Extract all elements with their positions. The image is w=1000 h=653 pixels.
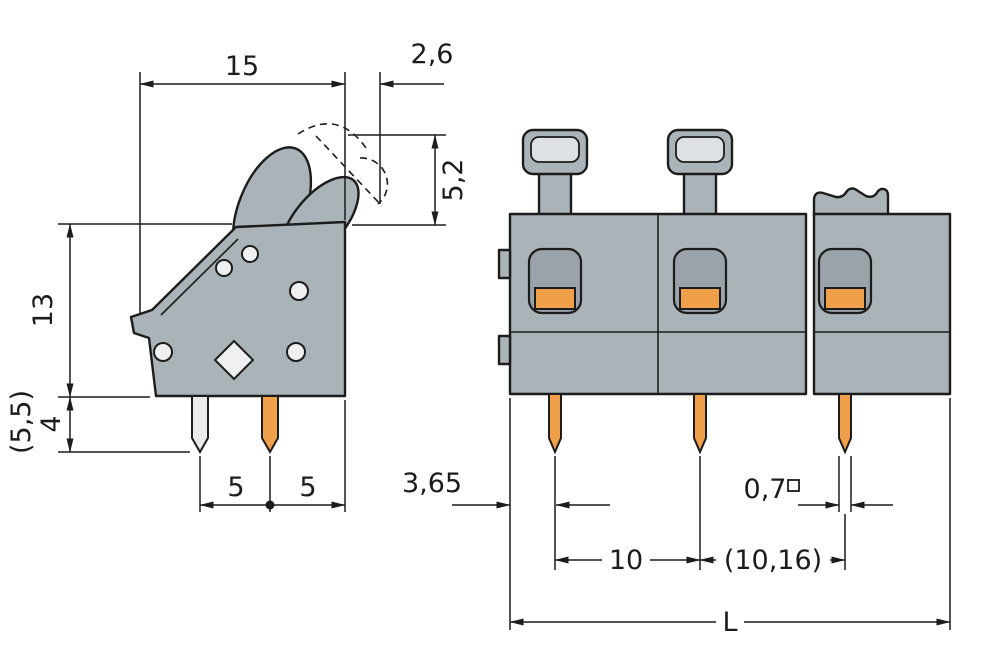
- side-view: [129, 122, 389, 455]
- pusher-2: [679, 287, 721, 310]
- dim-label-edge-offset: 3,65: [402, 468, 462, 499]
- pivot-hole-left: [215, 259, 233, 277]
- chain-dimension-dot: [265, 500, 275, 510]
- dim-label-pitch: 10: [609, 545, 643, 576]
- dim-label-pitch-alt: (10,16): [724, 545, 822, 576]
- solder-pin-front-3: [838, 393, 852, 455]
- lever-open-position-dashed-line: [315, 135, 383, 207]
- pivot-hole-right: [241, 245, 259, 263]
- dim-label-pitch-left: 5: [227, 472, 244, 503]
- push-button-cap-inner-2: [675, 136, 725, 163]
- dim-label-lever-height: 5,2: [438, 159, 469, 202]
- side-tab-lower: [497, 334, 512, 366]
- housing-hole-lower-right: [286, 342, 306, 362]
- solder-pin-front-1: [548, 393, 562, 455]
- housing-inner-contour-line: [160, 238, 239, 316]
- pusher-3: [824, 287, 866, 310]
- push-button-stem-1: [537, 170, 573, 220]
- test-port-diamond: [213, 339, 255, 381]
- lever-open-position-dashed-arc: [297, 122, 367, 149]
- square-section-symbol: [787, 479, 800, 492]
- side-view-dimensions: 15 2,6 5,2 13 (5,5) 4 5 5 3,65: [6, 39, 610, 512]
- dim-label-pin-square: 0,7: [744, 474, 787, 505]
- clamp-profile-pole-3: [812, 187, 890, 218]
- dim-label-housing-height: 13: [28, 293, 59, 327]
- push-button-stem-2: [682, 170, 718, 220]
- pusher-1: [534, 287, 576, 310]
- front-view-dimensions: 0,7 10 (10,16) L: [509, 398, 951, 638]
- side-tab-upper: [497, 248, 512, 280]
- dim-label-width: 15: [225, 51, 259, 82]
- housing-hole-upper: [289, 281, 309, 301]
- solder-pin-side-left: [191, 395, 209, 455]
- dim-label-lever-protrusion: 2,6: [411, 39, 454, 70]
- dim-label-pin-length-alt: (5,5): [6, 390, 37, 454]
- dim-label-pitch-right: 5: [299, 472, 316, 503]
- dim-label-total-length: L: [722, 607, 737, 638]
- solder-pin-front-2: [693, 393, 707, 455]
- housing-hole-lower-left: [153, 342, 173, 362]
- solder-pin-side-right: [261, 395, 279, 455]
- front-view: [497, 128, 952, 455]
- dim-label-pin-length: 4: [36, 415, 67, 432]
- push-button-cap-inner-1: [530, 136, 580, 163]
